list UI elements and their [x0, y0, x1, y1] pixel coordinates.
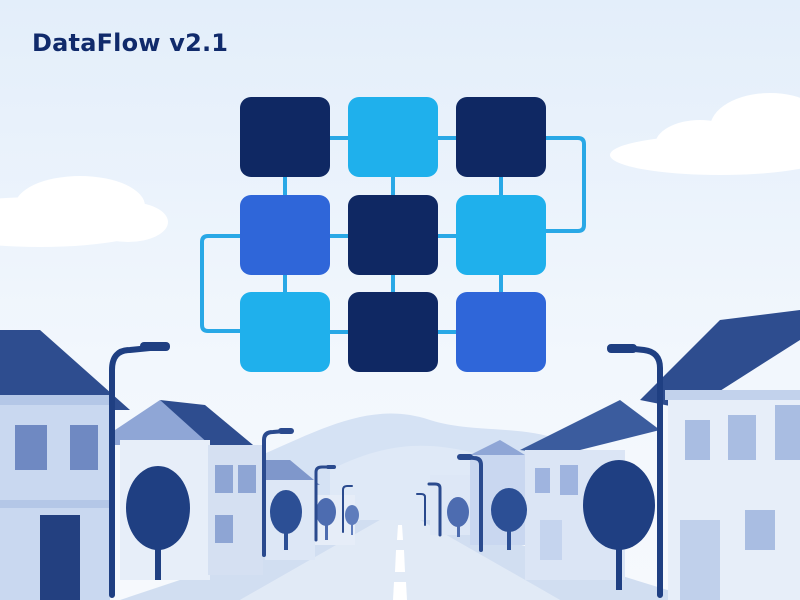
- connector-loop-right: [545, 136, 586, 233]
- tree-left-large: [126, 466, 190, 580]
- tree-left-small: [270, 490, 359, 550]
- street-lamp-right-near: [607, 344, 663, 598]
- grid-tile-r1c1: [240, 97, 330, 177]
- grid-tiles: [240, 97, 546, 372]
- road-markings: [393, 525, 407, 600]
- grid-tile-r2c1: [240, 195, 330, 275]
- cloud-right: [610, 93, 800, 175]
- house-right-front: [640, 310, 800, 600]
- grid-tile-r3c3: [456, 292, 546, 372]
- connector-loop-left: [200, 234, 240, 333]
- street-lamp-right-mid: [416, 454, 483, 552]
- grid-tile-r3c2: [348, 292, 438, 372]
- grid-tile-r1c2: [348, 97, 438, 177]
- house-left-front: [0, 330, 130, 600]
- grid-tile-r1c3: [456, 97, 546, 177]
- cloud-left: [0, 176, 168, 247]
- street-lamp-left-near: [109, 342, 170, 598]
- grid-tile-r2c3: [456, 195, 546, 275]
- tree-right-large: [583, 460, 655, 590]
- tree-right-small: [447, 488, 527, 550]
- grid-connectors: [200, 136, 586, 334]
- grid-tile-r2c2: [348, 195, 438, 275]
- grid-tile-r3c1: [240, 292, 330, 372]
- app-title: DataFlow v2.1: [32, 29, 229, 57]
- street-lamp-left-mid: [262, 428, 353, 557]
